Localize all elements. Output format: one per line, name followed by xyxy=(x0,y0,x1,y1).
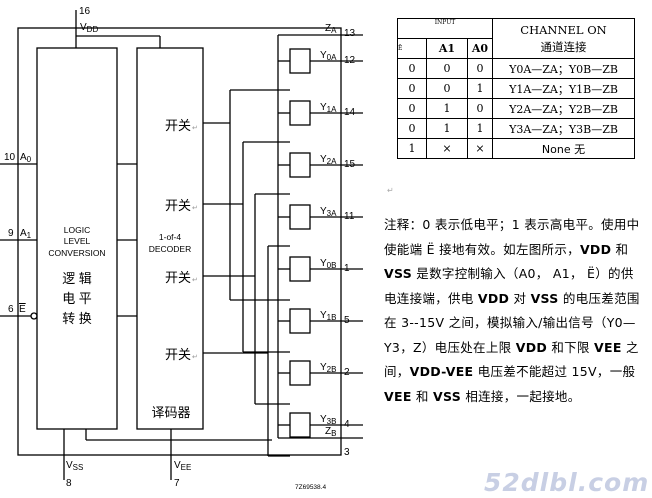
truth-row: 1××None 无 xyxy=(397,138,635,159)
switch-box xyxy=(289,360,311,386)
truth-cell-a0: 1 xyxy=(467,118,493,139)
truth-cell-channel: Y1A—ZA；Y1B—ZB xyxy=(492,78,635,99)
output-pin-number: 15 xyxy=(344,159,356,170)
switch-label: 开关 xyxy=(165,347,191,362)
e-header: Ē xyxy=(397,38,427,59)
a0-pin-number: 10 xyxy=(4,152,16,163)
decoder-block xyxy=(136,47,204,430)
return-mark: ↵ xyxy=(192,277,198,284)
truth-cell-e: 1 xyxy=(397,138,427,159)
truth-cell-a0: × xyxy=(467,138,493,159)
truth-cell-a1: 0 xyxy=(426,78,468,99)
logic-label-2: LEVEL xyxy=(64,236,91,246)
truth-cell-e: 0 xyxy=(397,98,427,119)
truth-cell-channel: None 无 xyxy=(492,138,635,159)
truth-cell-a0: 0 xyxy=(467,58,493,79)
output-label: Y0B xyxy=(320,258,336,270)
a0-label: A0 xyxy=(20,152,32,164)
switch-label: 开关 xyxy=(165,118,191,133)
truth-cell-a0: 1 xyxy=(467,78,493,99)
input-header: INPUT xyxy=(397,18,493,39)
output-pin-number: 12 xyxy=(344,55,356,66)
truth-cell-a1: 0 xyxy=(426,58,468,79)
output-pin-number: 14 xyxy=(344,107,356,118)
output-label: Y1B xyxy=(320,310,336,322)
truth-cell-a1: 1 xyxy=(426,118,468,139)
logic-level-block xyxy=(36,47,118,430)
a1-header: A1 xyxy=(426,38,468,59)
logic-cn-2: 电 平 xyxy=(62,291,92,306)
output-label: Y0A xyxy=(320,50,337,62)
a0-header: A0 xyxy=(467,38,493,59)
truth-cell-a1: × xyxy=(426,138,468,159)
truth-cell-e: 0 xyxy=(397,78,427,99)
vdd-pin-number: 16 xyxy=(79,6,91,17)
vss-pin-number: 8 xyxy=(66,478,72,489)
output-label: Y3A xyxy=(320,206,337,218)
a1-pin-number: 9 xyxy=(8,228,14,239)
channel-header: CHANNEL ON 通道连接 xyxy=(492,18,635,59)
decoder-label-1: 1-of-4 xyxy=(159,232,181,242)
za-label: ZA xyxy=(325,23,337,35)
decoder-label-2: DECODER xyxy=(149,244,192,254)
vdd-label: VDD xyxy=(80,22,98,34)
truth-cell-e: 0 xyxy=(397,58,427,79)
logic-label-3: CONVERSION xyxy=(48,248,105,258)
part-code: 7Z69538.4 xyxy=(295,484,326,491)
truth-cell-channel: Y3A—ZA；Y3B—ZB xyxy=(492,118,635,139)
truth-cell-a1: 1 xyxy=(426,98,468,119)
output-pin-number: 5 xyxy=(344,315,350,326)
truth-cell-channel: Y2A—ZA；Y2B—ZB xyxy=(492,98,635,119)
chip-outline xyxy=(17,27,342,456)
output-pin-number: 2 xyxy=(344,367,350,378)
output-label: Y2A xyxy=(320,154,337,166)
return-mark: ↵ xyxy=(387,186,394,195)
switch-box xyxy=(289,48,311,74)
truth-cell-a0: 0 xyxy=(467,98,493,119)
truth-cell-e: 0 xyxy=(397,118,427,139)
switch-box xyxy=(289,100,311,126)
zb-pin-number: 3 xyxy=(344,447,350,458)
switch-label: 开关 xyxy=(165,270,191,285)
truth-cell-channel: Y0A—ZA；Y0B—ZB xyxy=(492,58,635,79)
return-mark: ↵ xyxy=(192,354,198,361)
vee-pin-number: 7 xyxy=(174,478,180,489)
circuit-diagram: 16 VDD VSS 8 VEE 7 10 A0 9 A1 6 E ZA 13 … xyxy=(0,6,363,491)
logic-cn-3: 转 换 xyxy=(62,311,92,326)
watermark: 52dlbl.com xyxy=(484,468,650,497)
logic-label-1: LOGIC xyxy=(64,225,90,235)
note-paragraph: 注释：0 表示低电平；1 表示高电平。使用中使能端 Ë 接地有效。如左图所示，V… xyxy=(384,217,640,404)
switch-box xyxy=(289,152,311,178)
switch-box xyxy=(289,412,311,438)
logic-cn-1: 逻 辑 xyxy=(62,271,92,286)
vss-label: VSS xyxy=(66,460,83,472)
decoder-cn: 译码器 xyxy=(151,405,190,420)
switch-box xyxy=(289,256,311,282)
switch-box xyxy=(289,204,311,230)
e-label: E xyxy=(19,304,26,315)
zb-label: ZB xyxy=(325,426,336,438)
a1-label: A1 xyxy=(20,228,32,240)
output-pin-number: 11 xyxy=(344,211,355,222)
output-pin-number: 1 xyxy=(344,263,350,274)
return-mark: ↵ xyxy=(192,125,198,132)
za-pin-number: 13 xyxy=(344,28,356,39)
output-pin-number: 4 xyxy=(344,419,350,430)
output-label: Y3B xyxy=(320,414,336,426)
switch-label: 开关 xyxy=(165,198,191,213)
output-label: Y1A xyxy=(320,102,337,114)
switch-box xyxy=(289,308,311,334)
output-label: Y2B xyxy=(320,362,336,374)
vee-label: VEE xyxy=(174,460,191,472)
e-pin-number: 6 xyxy=(8,304,14,315)
return-mark: ↵ xyxy=(192,205,198,212)
